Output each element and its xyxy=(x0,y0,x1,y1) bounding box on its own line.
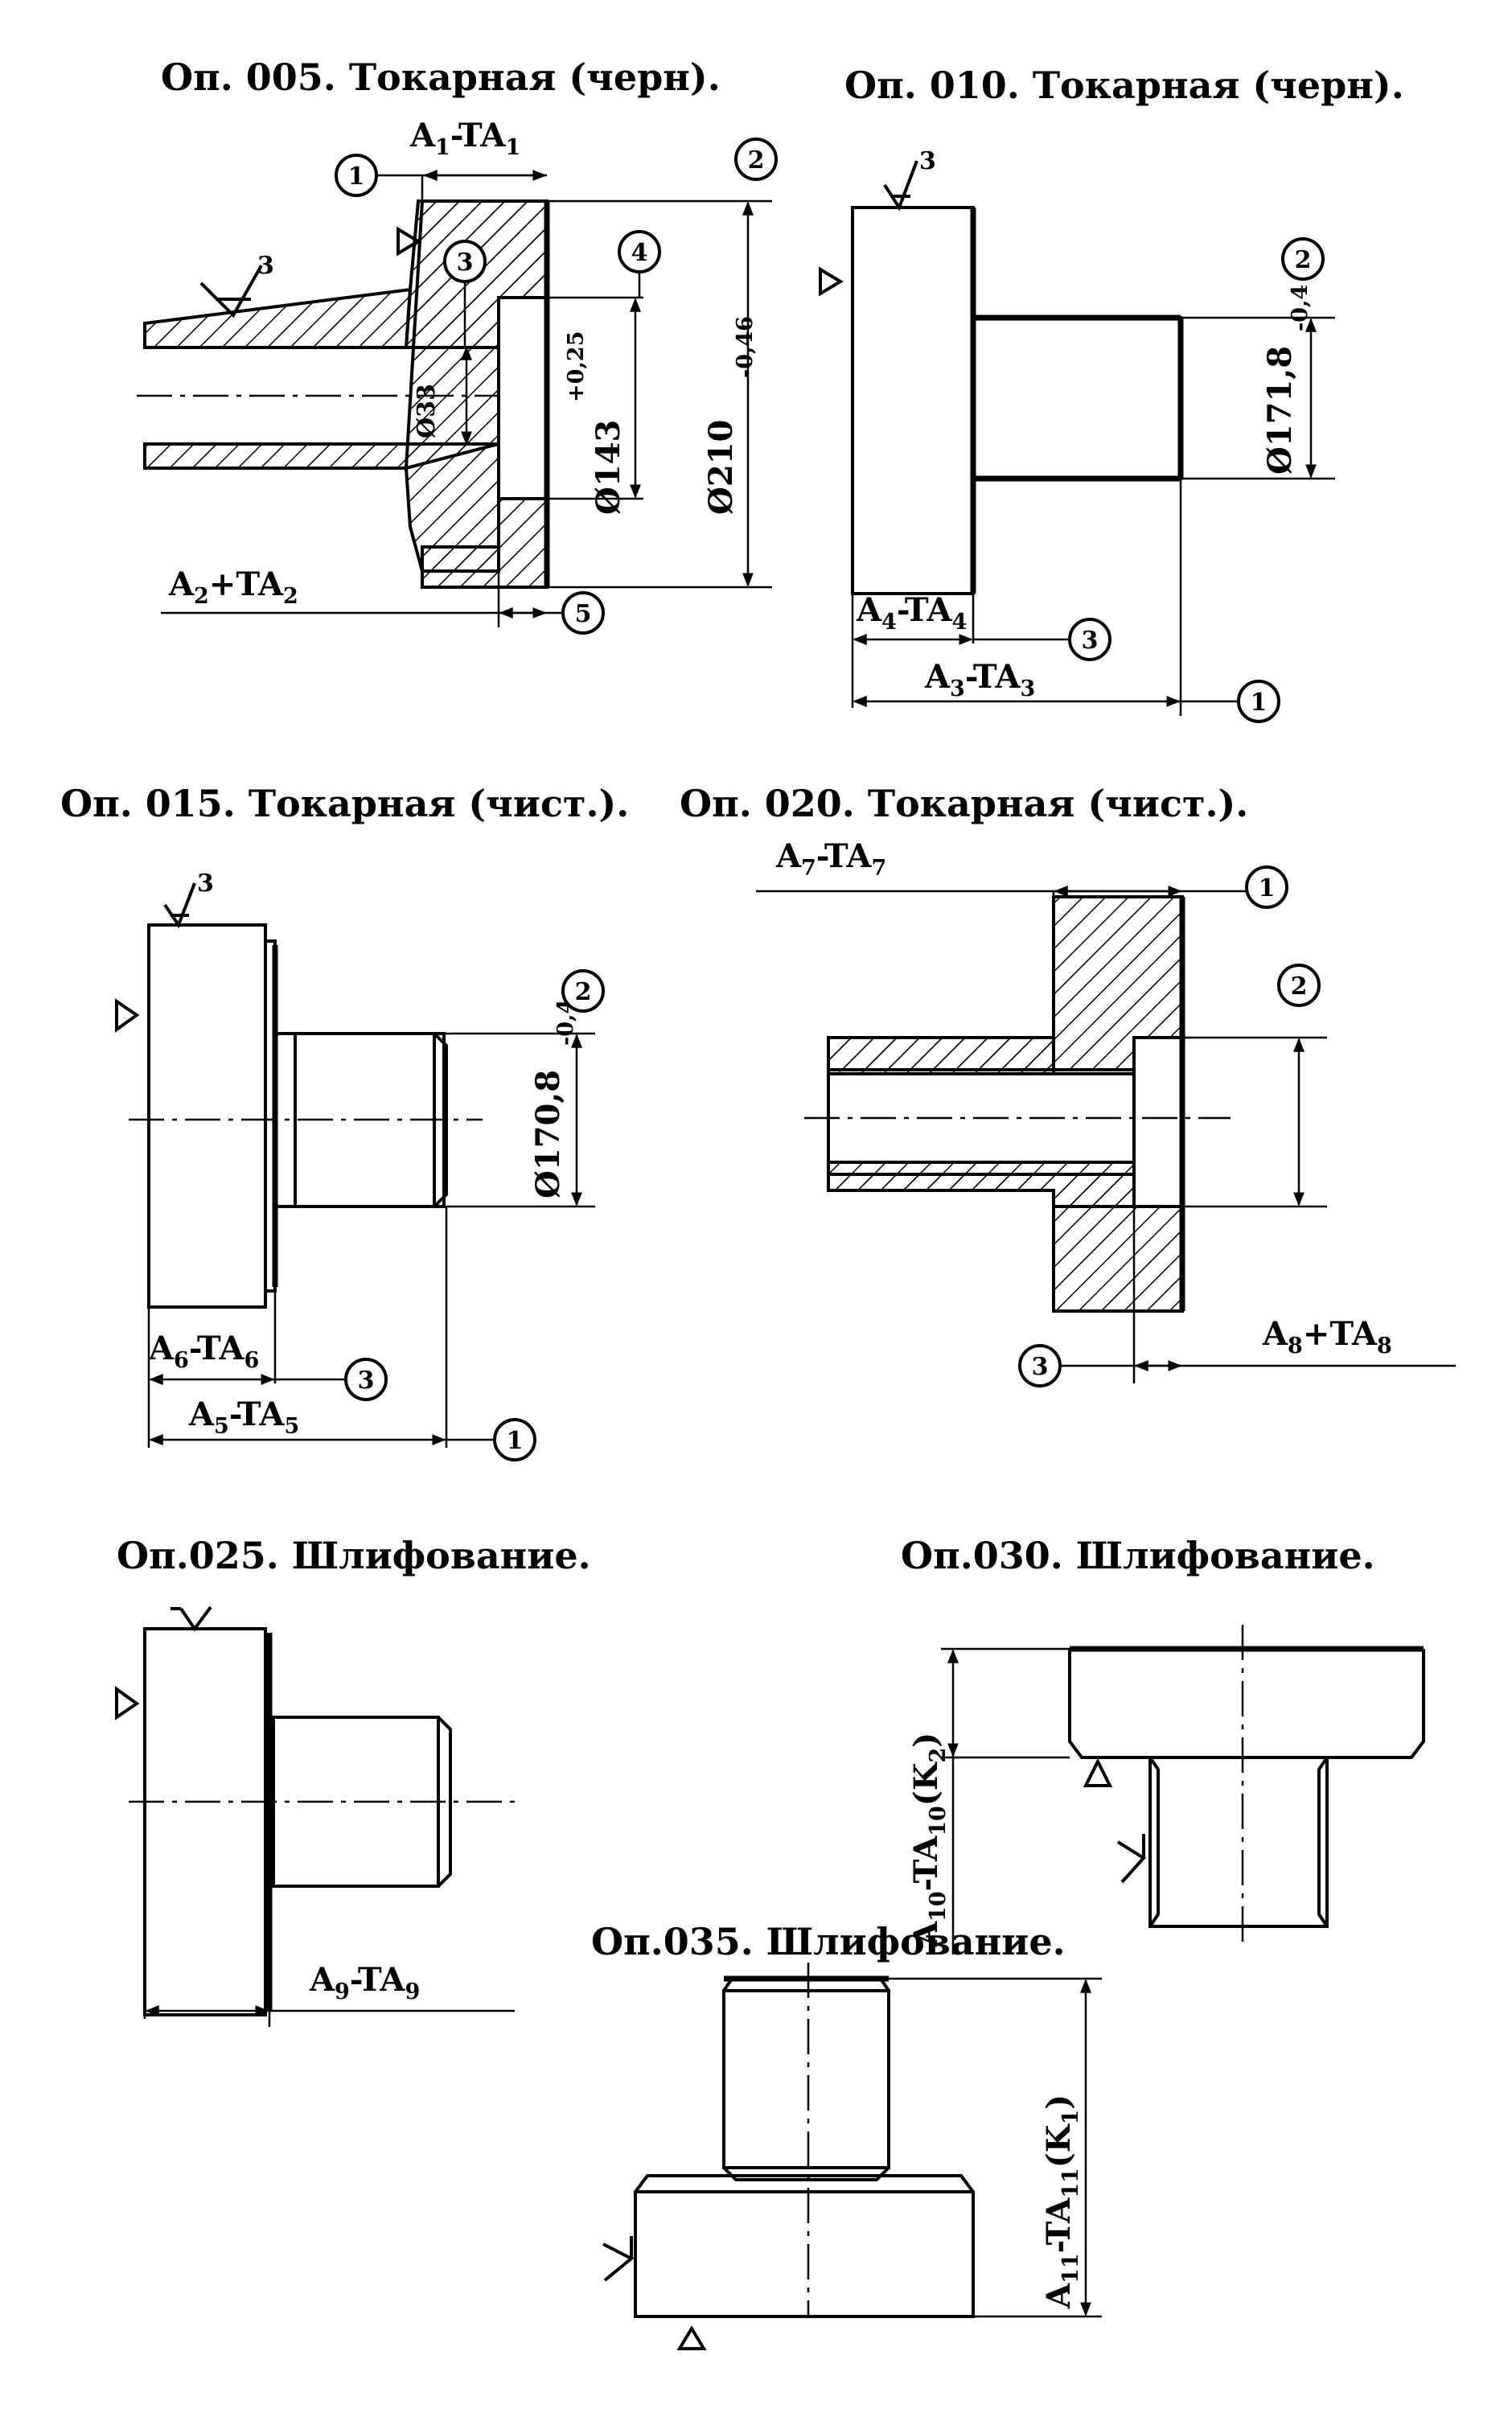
op010-hub xyxy=(972,316,1182,480)
op020-title: Оп. 020. Токарная (чист.). xyxy=(680,782,1248,825)
svg-text:5: 5 xyxy=(575,600,592,628)
op010-d171-tol: -0,4 xyxy=(1288,285,1313,331)
op020-hub-top xyxy=(827,1036,1055,1075)
op005-roughness-value: 3 xyxy=(257,252,274,280)
op005-marker-2 xyxy=(734,138,778,181)
op025-title: Оп.025. Шлифование. xyxy=(117,1534,591,1577)
op005-hub-top xyxy=(143,287,413,349)
op030-hub xyxy=(1148,1756,1329,1928)
op015-marker-3 xyxy=(344,1358,388,1401)
op030-title: Оп.030. Шлифование. xyxy=(901,1534,1375,1577)
op025-sketch: Оп.025. Шлифование. A9-TA9 xyxy=(115,1534,591,2027)
op005-sketch: Оп. 005. Токарная (черн). Ø33 Ø143 +0,25… xyxy=(137,55,778,635)
op035-title: Оп.035. Шлифование. xyxy=(591,1920,1066,1963)
op010-a4-label: A4-TA4 xyxy=(856,591,967,635)
op015-d170: Ø170,8 xyxy=(529,1070,567,1198)
op020-marker-2 xyxy=(1277,964,1321,1007)
op015-roughness-value: 3 xyxy=(197,869,214,898)
op035-hub xyxy=(722,1989,890,2169)
op005-d210-tol: -0,46 xyxy=(733,316,758,378)
svg-text:3: 3 xyxy=(457,249,474,277)
op035-flange xyxy=(634,2174,975,2318)
op005-d33: Ø33 xyxy=(413,384,441,438)
svg-text:1: 1 xyxy=(507,1427,524,1455)
op020-marker-3 xyxy=(1018,1344,1062,1387)
svg-text:1: 1 xyxy=(348,162,365,191)
op005-marker-1 xyxy=(335,154,378,197)
op010-marker-3 xyxy=(1068,618,1111,661)
svg-text:3: 3 xyxy=(358,1367,375,1395)
op015-sketch: Оп. 015. Токарная (чист.). Ø170,8 -0,4 2… xyxy=(60,782,629,1461)
op015-marker-1 xyxy=(493,1418,536,1461)
op010-d171: Ø171,8 xyxy=(1261,346,1299,475)
op020-a8-label: A8+TA8 xyxy=(1262,1315,1392,1359)
op005-marker-5 xyxy=(561,591,605,635)
svg-text:2: 2 xyxy=(1295,246,1312,274)
op020-marker-1 xyxy=(1245,865,1288,909)
svg-text:2: 2 xyxy=(1291,972,1308,1001)
op010-marker-1 xyxy=(1237,680,1280,723)
op015-marker-2 xyxy=(561,969,605,1013)
svg-text:2: 2 xyxy=(575,978,592,1006)
op030-a10-label: A10-TA10(K2) xyxy=(907,1733,951,1947)
op025-a9-label: A9-TA9 xyxy=(309,1961,420,2004)
op010-flange xyxy=(851,206,975,595)
op030-sketch: Оп.030. Шлифование. A10-TA10(K2) xyxy=(901,1534,1425,1955)
svg-text:1: 1 xyxy=(1259,874,1276,902)
op010-a3-label: A3-TA3 xyxy=(924,658,1035,701)
op005-d210: Ø210 xyxy=(702,420,740,515)
svg-text:2: 2 xyxy=(748,146,765,175)
op015-a5-label: A5-TA5 xyxy=(188,1396,299,1439)
op005-d143-tol: +0,25 xyxy=(564,331,589,402)
op005-marker-3 xyxy=(443,240,487,283)
svg-text:3: 3 xyxy=(1032,1353,1049,1381)
svg-text:1: 1 xyxy=(1251,689,1268,717)
op035-a11-label: A11-TA11(K1) xyxy=(1040,2094,1083,2309)
op010-roughness-value: 3 xyxy=(919,147,936,175)
op020-sketch: Оп. 020. Токарная (чист.). A7-TA7 1 2 A8… xyxy=(680,782,1456,1387)
op005-a2-label: A2+TA2 xyxy=(168,565,298,609)
op005-marker-4 xyxy=(618,230,661,273)
op015-title: Оп. 015. Токарная (чист.). xyxy=(60,782,629,825)
op005-a1-label: A1-TA1 xyxy=(409,117,520,160)
op030-flange xyxy=(1068,1649,1425,1759)
op010-marker-2 xyxy=(1281,237,1325,281)
op035-sketch: Оп.035. Шлифование. A11-TA11(K1) xyxy=(591,1920,1102,2350)
op005-d143: Ø143 xyxy=(590,420,627,515)
op015-a6-label: A6-TA6 xyxy=(148,1330,259,1373)
svg-text:3: 3 xyxy=(1082,627,1099,655)
svg-text:4: 4 xyxy=(631,239,648,267)
op005-title: Оп. 005. Токарная (черн). xyxy=(161,55,721,99)
op010-sketch: Оп. 010. Токарная (черн). Ø171,8 -0,4 A4… xyxy=(819,64,1404,723)
op020-a7-label: A7-TA7 xyxy=(775,837,886,881)
op020-hub-bottom xyxy=(827,1161,1136,1208)
op015-flange xyxy=(147,923,267,1309)
op025-flange xyxy=(143,1627,267,2016)
op010-title: Оп. 010. Токарная (черн). xyxy=(844,64,1404,107)
